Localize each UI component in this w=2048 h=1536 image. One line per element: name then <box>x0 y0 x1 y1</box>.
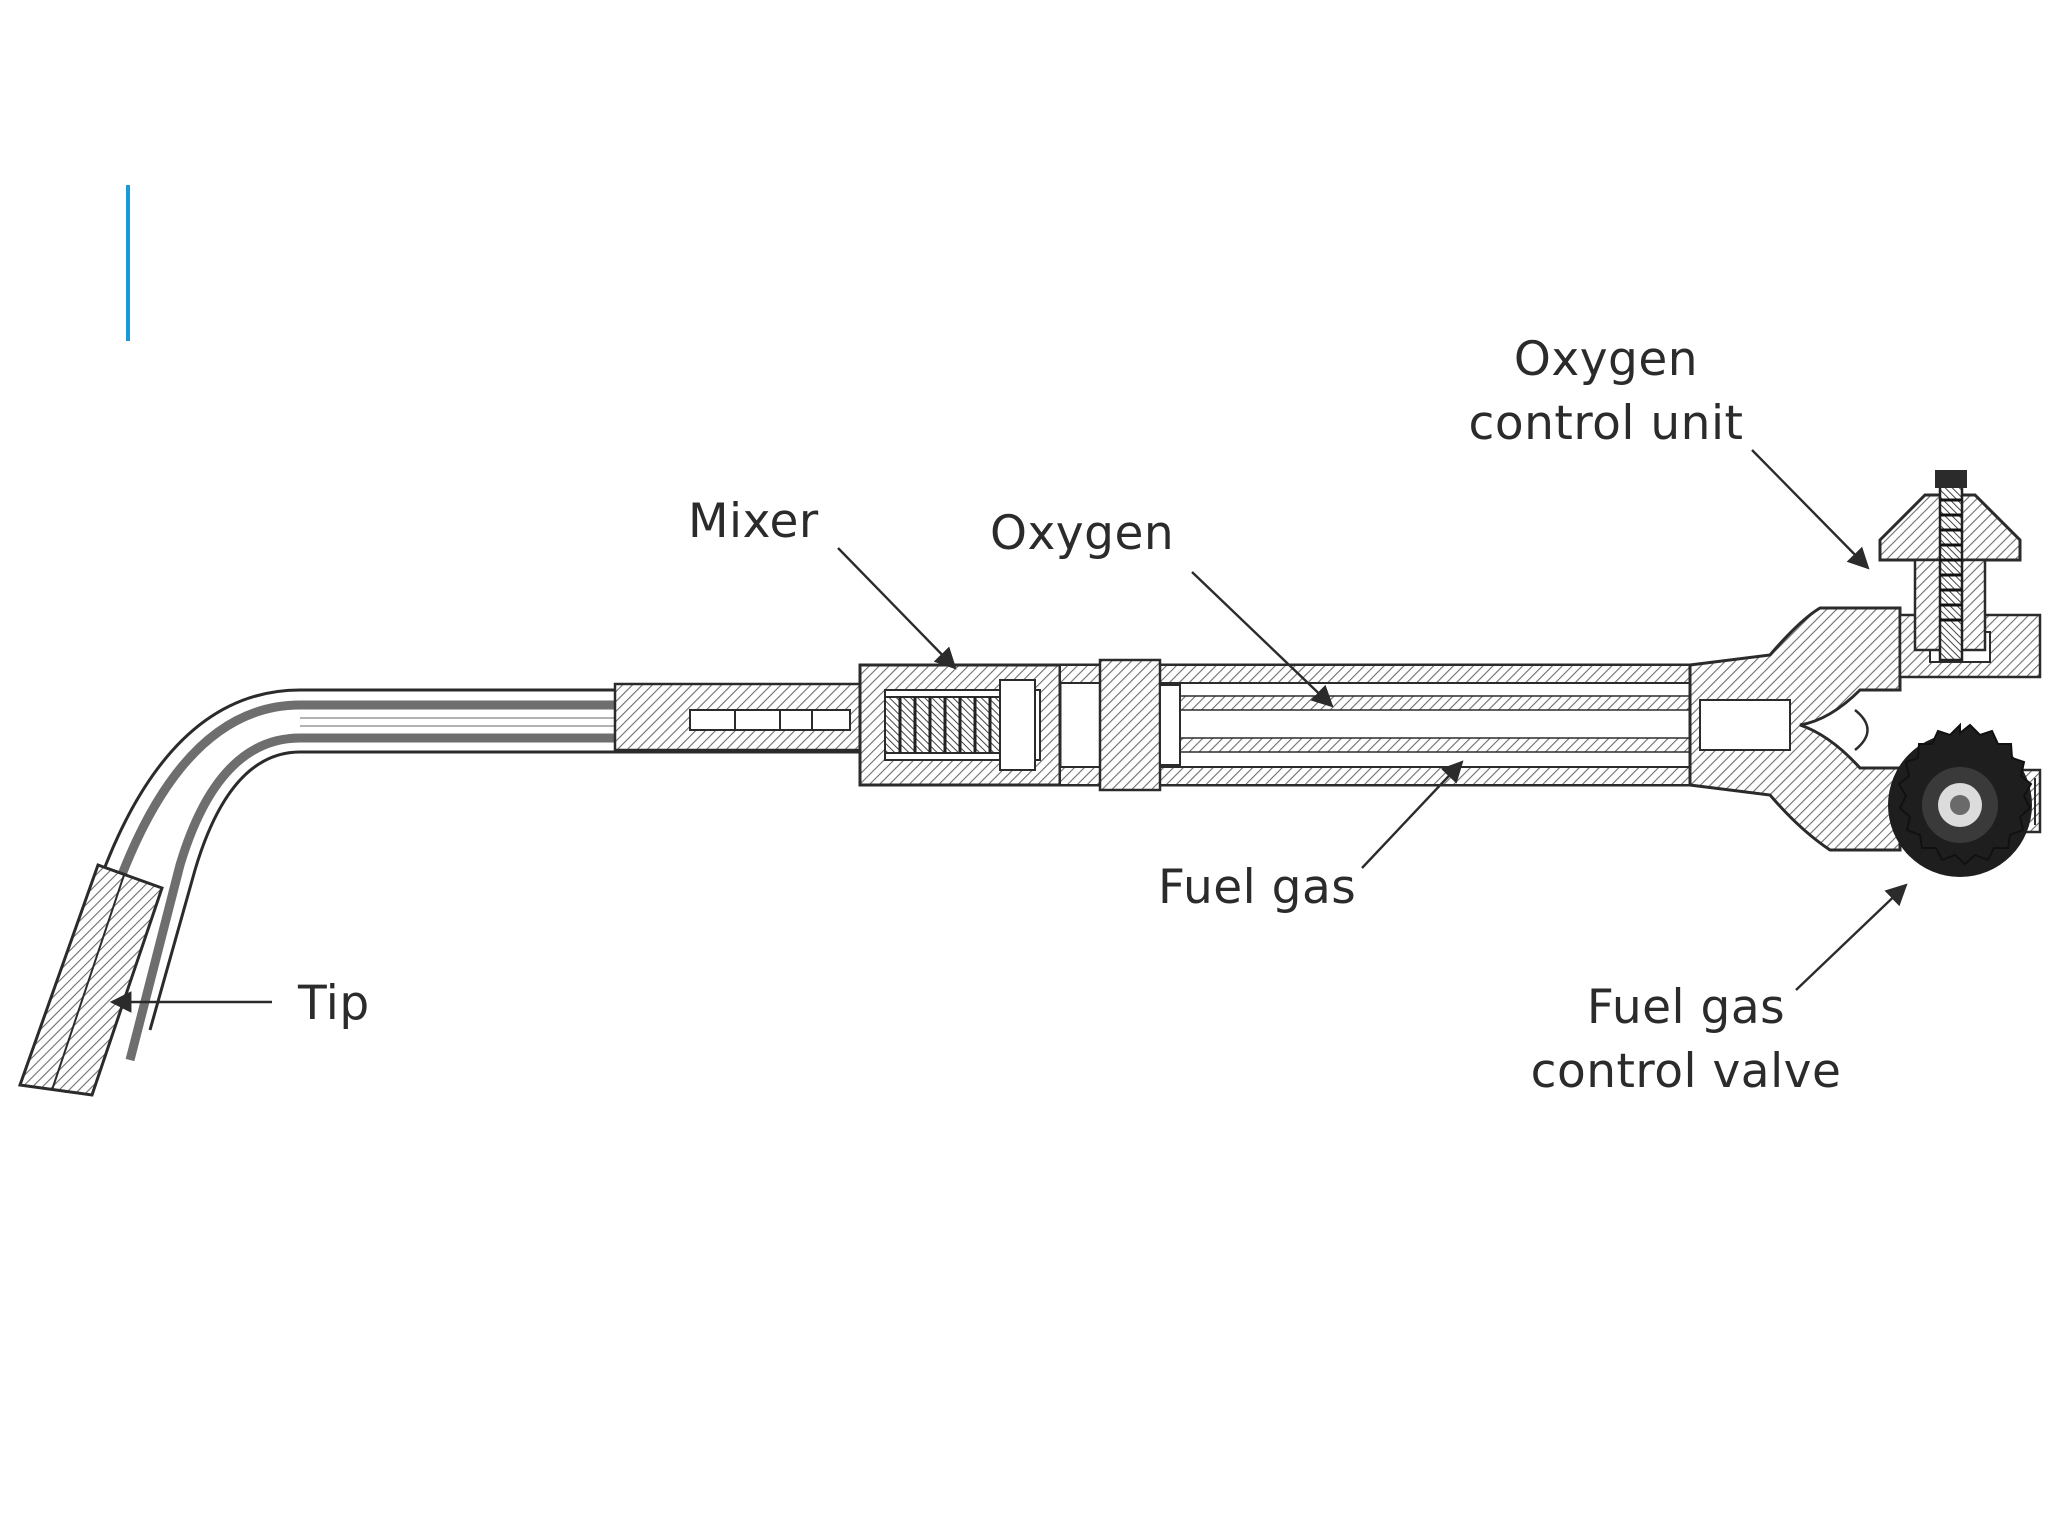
label-mixer: Mixer <box>688 494 819 549</box>
leader-oxygen-control-unit <box>1751 449 1870 570</box>
fuel-gas-valve-knob <box>1888 722 2033 877</box>
tube-coupling <box>613 682 862 752</box>
leader-mixer <box>837 547 957 670</box>
mixer-body <box>858 663 1062 787</box>
oxygen-valve <box>1878 470 2022 662</box>
accent-bar <box>126 185 130 341</box>
handle <box>1058 658 1772 792</box>
label-oxygen-control-unit: Oxygen control unit <box>1469 328 1744 456</box>
label-oxygen-control-unit-line1: Oxygen <box>1513 332 1699 387</box>
leader-fuel-gas <box>1361 760 1464 869</box>
label-tip: Tip <box>298 976 370 1031</box>
label-fuel-gas-control-valve-line2: control valve <box>1530 1044 1842 1099</box>
label-fuel-gas: Fuel gas <box>1158 860 1357 915</box>
leader-lines <box>109 449 1908 1013</box>
label-fuel-gas-control-valve-line1: Fuel gas <box>1586 980 1786 1035</box>
label-oxygen-control-unit-line2: control unit <box>1468 396 1744 451</box>
tip-part <box>17 863 164 1097</box>
leader-fuel-gas-control-valve <box>1795 883 1908 991</box>
label-oxygen: Oxygen <box>990 506 1175 561</box>
label-fuel-gas-control-valve: Fuel gas control valve <box>1531 976 1842 1104</box>
leader-oxygen <box>1191 571 1334 708</box>
